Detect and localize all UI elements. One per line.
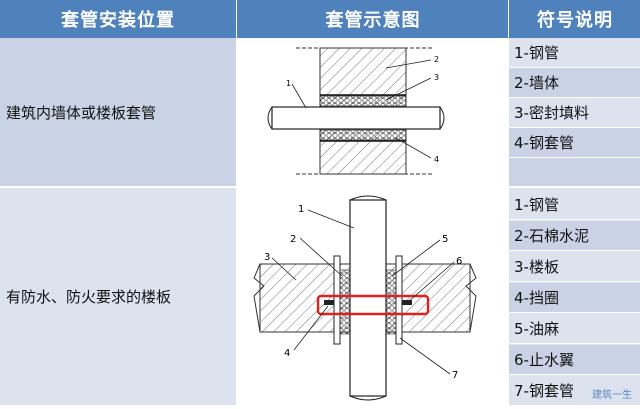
legend-item: 2-墙体 xyxy=(508,68,640,98)
row2-diagram: 1 2 3 4 5 6 7 xyxy=(236,188,508,405)
legend-item: 2-石棉水泥 xyxy=(508,221,640,251)
header-legend: 符号说明 xyxy=(508,0,640,38)
legend-item: 6-止水翼 xyxy=(508,345,640,375)
row1-legend: 1-钢管 2-墙体 3-密封填料 4-钢套管 xyxy=(508,38,640,186)
legend-item: 7-钢套管 xyxy=(508,376,640,406)
floor-sleeve-diagram: 1 2 3 4 5 6 7 xyxy=(253,195,477,401)
label-6: 6 xyxy=(456,256,462,267)
legend-item: 1-钢管 xyxy=(508,190,640,220)
label-4: 4 xyxy=(434,155,439,164)
row-divider xyxy=(0,186,640,188)
label-7: 7 xyxy=(452,370,458,381)
label-2: 2 xyxy=(290,234,296,245)
label-2: 2 xyxy=(434,55,439,64)
label-1: 1 xyxy=(298,204,304,215)
highlight-box xyxy=(316,294,430,316)
row2-legend: 1-钢管 2-石棉水泥 3-楼板 4-挡圈 5-油麻 6-止水翼 7-钢套管 xyxy=(508,188,640,406)
col-divider xyxy=(508,38,509,405)
legend-item: 5-油麻 xyxy=(508,314,640,344)
label-3: 3 xyxy=(434,73,439,82)
row2-position: 有防水、防火要求的楼板 xyxy=(0,188,236,405)
label-3: 3 xyxy=(264,252,270,263)
header-position: 套管安装位置 xyxy=(0,0,236,38)
col-divider xyxy=(236,38,237,405)
row1-position: 建筑内墙体或楼板套管 xyxy=(0,38,236,186)
row1-diagram: 1 2 3 4 xyxy=(236,38,508,186)
legend-item: 4-钢套管 xyxy=(508,128,640,158)
label-1: 1 xyxy=(286,79,291,88)
legend-item: 4-挡圈 xyxy=(508,283,640,313)
legend-item: 3-密封填料 xyxy=(508,98,640,128)
legend-item: 1-钢管 xyxy=(508,38,640,68)
label-5: 5 xyxy=(442,234,448,245)
watermark: 建筑一生 xyxy=(592,390,632,401)
legend-item: 3-楼板 xyxy=(508,252,640,282)
header-diagram: 套管示意图 xyxy=(236,0,509,38)
wall-sleeve-diagram: 1 2 3 4 xyxy=(267,47,445,175)
label-4: 4 xyxy=(284,348,290,359)
